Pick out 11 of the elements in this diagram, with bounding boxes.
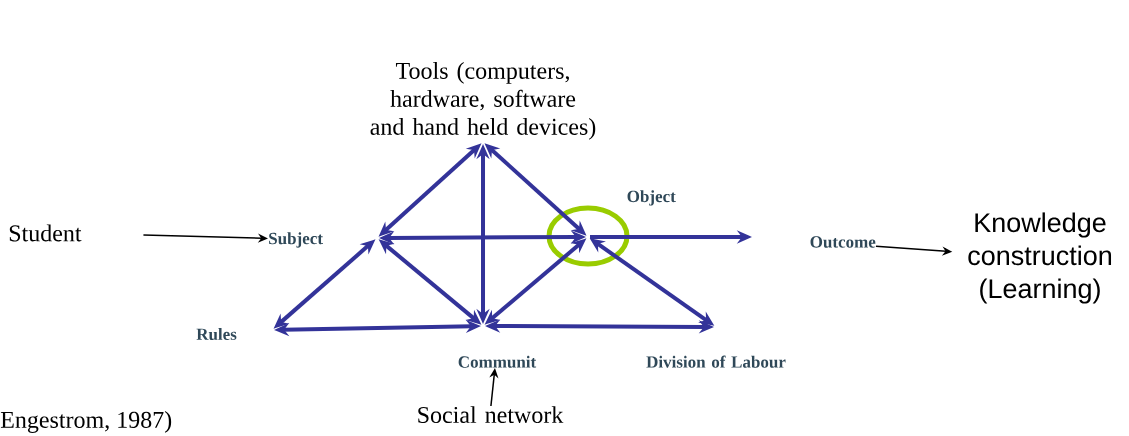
node-label: Division of Labour (646, 355, 786, 368)
node-label: Communit (458, 355, 537, 368)
text-label: Knowledge construction (Learning) (968, 212, 1111, 304)
text-label: Tools (computers, hardware, software and hand held devices) (370, 62, 596, 140)
text-label: Student (9, 224, 82, 242)
text-label: Social network (418, 406, 564, 424)
node-label: Rules (196, 328, 237, 340)
node-label: Outcome (810, 236, 876, 248)
citation-text: Engestrom, 1987) (0, 411, 172, 433)
node-label: Subject (269, 232, 323, 248)
node-label: Object (627, 190, 676, 206)
